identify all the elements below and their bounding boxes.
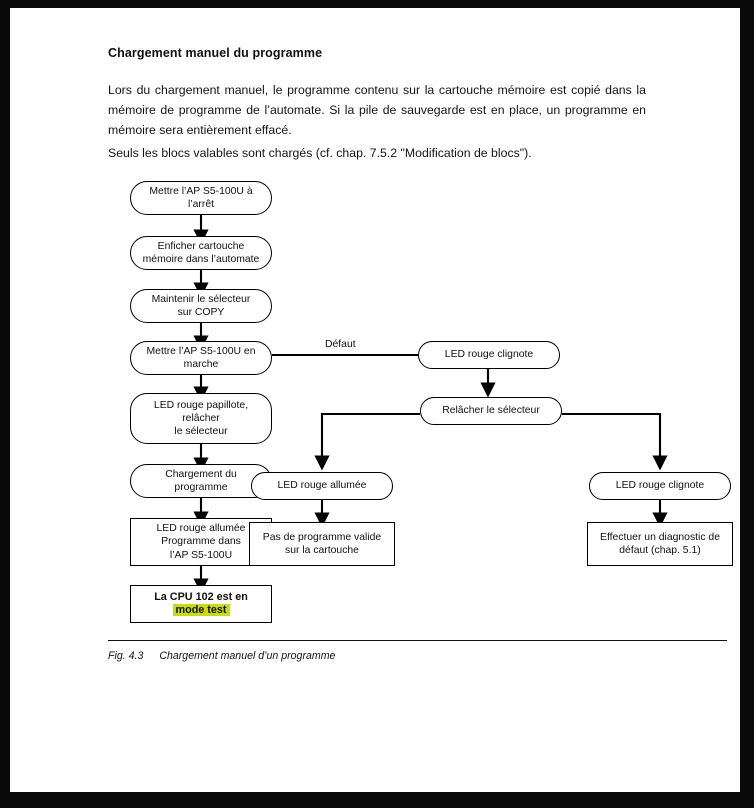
- flow-node-hold-selector-copy: Maintenir le sélecteur sur COPY: [130, 289, 272, 323]
- flow-node-text: Mettre l’AP S5-100U en marche: [146, 345, 256, 370]
- caption-rule: [108, 640, 727, 641]
- flow-node-led-blinking-2: LED rouge clignote: [589, 472, 731, 500]
- body-paragraph-2: Seuls les blocs valables sont chargés (c…: [108, 146, 532, 160]
- figure-caption: Fig. 4.3 Chargement manuel d’un programme: [108, 650, 335, 662]
- flow-node-text: Pas de programme valide sur la cartouche: [262, 531, 382, 556]
- flow-node-text: LED rouge papillote, relâcher le sélecte…: [153, 399, 249, 438]
- flow-node-stop-plc: Mettre l’AP S5-100U à l’arrêt: [130, 181, 272, 215]
- document-page: Chargement manuel du programme Lors du c…: [10, 8, 740, 792]
- flow-node-led-on-program-in-plc: LED rouge allumée Programme dans l’AP S5…: [130, 518, 272, 566]
- flow-node-text: Effectuer un diagnostic de défaut (chap.…: [600, 531, 720, 556]
- highlighted-text: mode test: [172, 604, 230, 616]
- flow-node-text: Mettre l’AP S5-100U à l’arrêt: [149, 185, 253, 210]
- flow-node-led-flicker-release: LED rouge papillote, relâcher le sélecte…: [130, 393, 272, 444]
- flow-node-text: Chargement du programme: [165, 468, 237, 493]
- flow-node-insert-cartridge: Enficher cartouche mémoire dans l’automa…: [130, 236, 272, 270]
- body-paragraph-1: Lors du chargement manuel, le programme …: [108, 83, 646, 137]
- flow-node-text: LED rouge clignote: [444, 349, 534, 361]
- flow-node-led-on: LED rouge allumée: [251, 472, 393, 500]
- flow-node-text: Maintenir le sélecteur sur COPY: [151, 293, 251, 318]
- figure-title: Chargement manuel d’un programme: [159, 650, 336, 662]
- flow-node-text: La CPU 102 est en mode test: [154, 590, 248, 616]
- figure-number: Fig. 4.3: [108, 650, 144, 662]
- page-title: Chargement manuel du programme: [108, 46, 323, 60]
- flow-node-start-plc: Mettre l’AP S5-100U en marche: [130, 341, 272, 375]
- flow-node-led-blinking-1: LED rouge clignote: [418, 341, 560, 369]
- flow-node-loading-program: Chargement du programme: [130, 464, 272, 498]
- flow-node-text: LED rouge allumée: [277, 480, 367, 492]
- flow-node-no-valid-program: Pas de programme valide sur la cartouche: [249, 522, 395, 566]
- flow-node-text: Enficher cartouche mémoire dans l’automa…: [142, 240, 260, 265]
- flow-node-cpu-test-mode: La CPU 102 est en mode test: [130, 585, 272, 623]
- flow-node-release-selector: Relâcher le sélecteur: [420, 397, 562, 425]
- flow-node-text: LED rouge clignote: [615, 480, 705, 492]
- flow-node-run-diagnostics: Effectuer un diagnostic de défaut (chap.…: [587, 522, 733, 566]
- flow-node-text: LED rouge allumée Programme dans l’AP S5…: [156, 523, 246, 561]
- edge-label-defaut: Défaut: [325, 339, 356, 350]
- flow-node-text: Relâcher le sélecteur: [442, 405, 540, 417]
